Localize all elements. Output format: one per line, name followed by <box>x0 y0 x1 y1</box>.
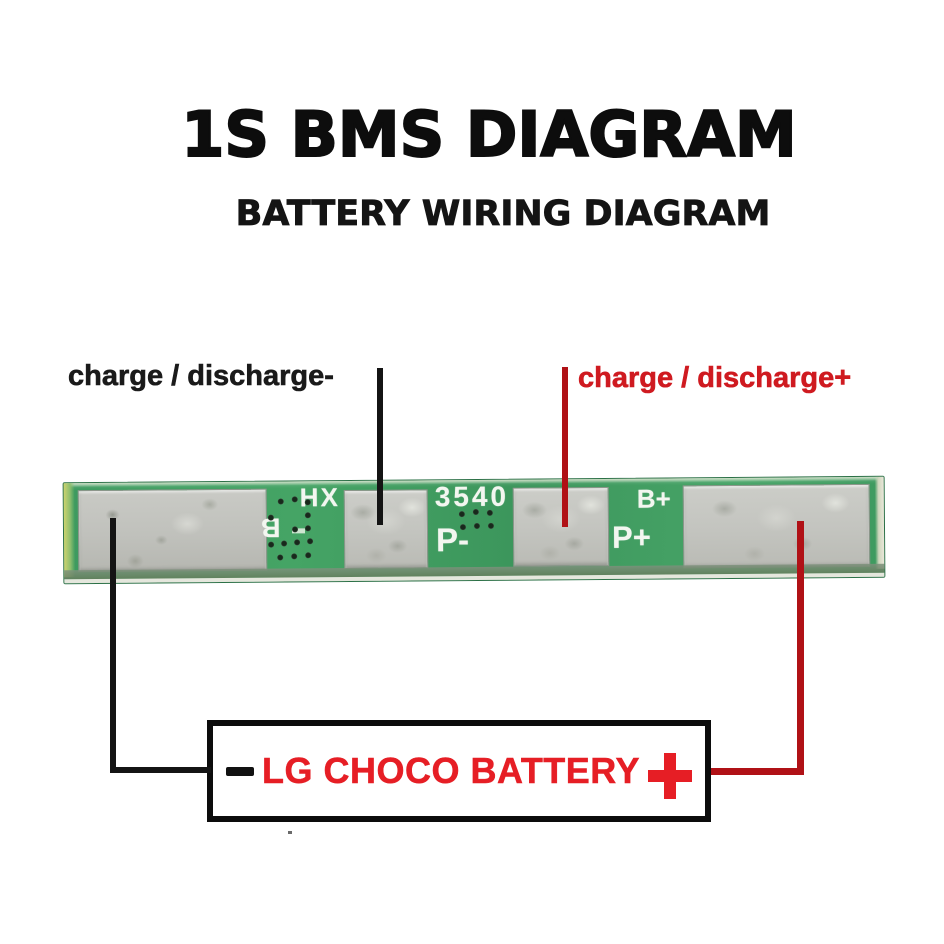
via-hole <box>291 526 299 533</box>
via-hole <box>304 512 311 519</box>
pcb-left-edge <box>63 483 76 578</box>
silkscreen-p-plus: P+ <box>611 519 651 555</box>
pcb-right-edge <box>874 476 885 569</box>
via-hole <box>267 514 274 521</box>
battery-positive-terminal-symbol <box>647 753 692 799</box>
bms-pcb-board: B HX 3540 P- B+ P+ <box>62 475 886 585</box>
dust-speck <box>288 831 292 834</box>
via-hole <box>307 538 314 545</box>
via-hole <box>281 540 288 547</box>
via-hole <box>473 522 480 530</box>
label-charge-discharge-positive: charge / discharge+ <box>578 362 852 395</box>
page-title: 1S BMS DIAGRAM <box>180 97 797 172</box>
pad-p-plus <box>512 486 610 567</box>
wire-negative-label-to-pad <box>377 368 383 525</box>
label-charge-discharge-negative: charge / discharge- <box>68 360 335 393</box>
battery-box: LG CHOCO BATTERY <box>207 720 711 822</box>
via-hole <box>472 508 479 516</box>
pad-b-plus <box>682 483 871 569</box>
wire-battery-negative-horizontal <box>110 767 211 773</box>
via-hole <box>305 552 312 559</box>
wire-battery-positive-horizontal <box>711 768 804 775</box>
silkscreen-b-plus: B+ <box>636 483 671 514</box>
via-hole <box>277 554 284 561</box>
via-hole <box>291 496 298 503</box>
via-hole <box>458 511 465 518</box>
pad-p-minus <box>343 489 429 570</box>
via-hole <box>268 541 275 548</box>
wire-battery-positive-vertical <box>797 521 804 774</box>
pad-b-minus <box>77 488 268 573</box>
via-hole <box>291 553 298 560</box>
via-hole <box>277 498 284 505</box>
page-subtitle: BATTERY WIRING DIAGRAM <box>235 194 771 235</box>
silkscreen-model-3540: 3540 <box>434 480 510 513</box>
wire-positive-label-to-pad <box>562 367 568 527</box>
via-hole <box>486 509 493 516</box>
wire-battery-negative-vertical <box>110 518 116 773</box>
silkscreen-hx: HX <box>299 482 340 513</box>
battery-negative-terminal-symbol <box>226 766 254 776</box>
via-hole <box>294 539 301 546</box>
via-hole <box>304 525 312 532</box>
via-hole <box>487 522 494 529</box>
via-hole <box>304 499 311 506</box>
battery-label: LG CHOCO BATTERY <box>262 750 640 792</box>
plus-vertical-bar <box>663 753 676 799</box>
via-hole <box>459 524 467 531</box>
